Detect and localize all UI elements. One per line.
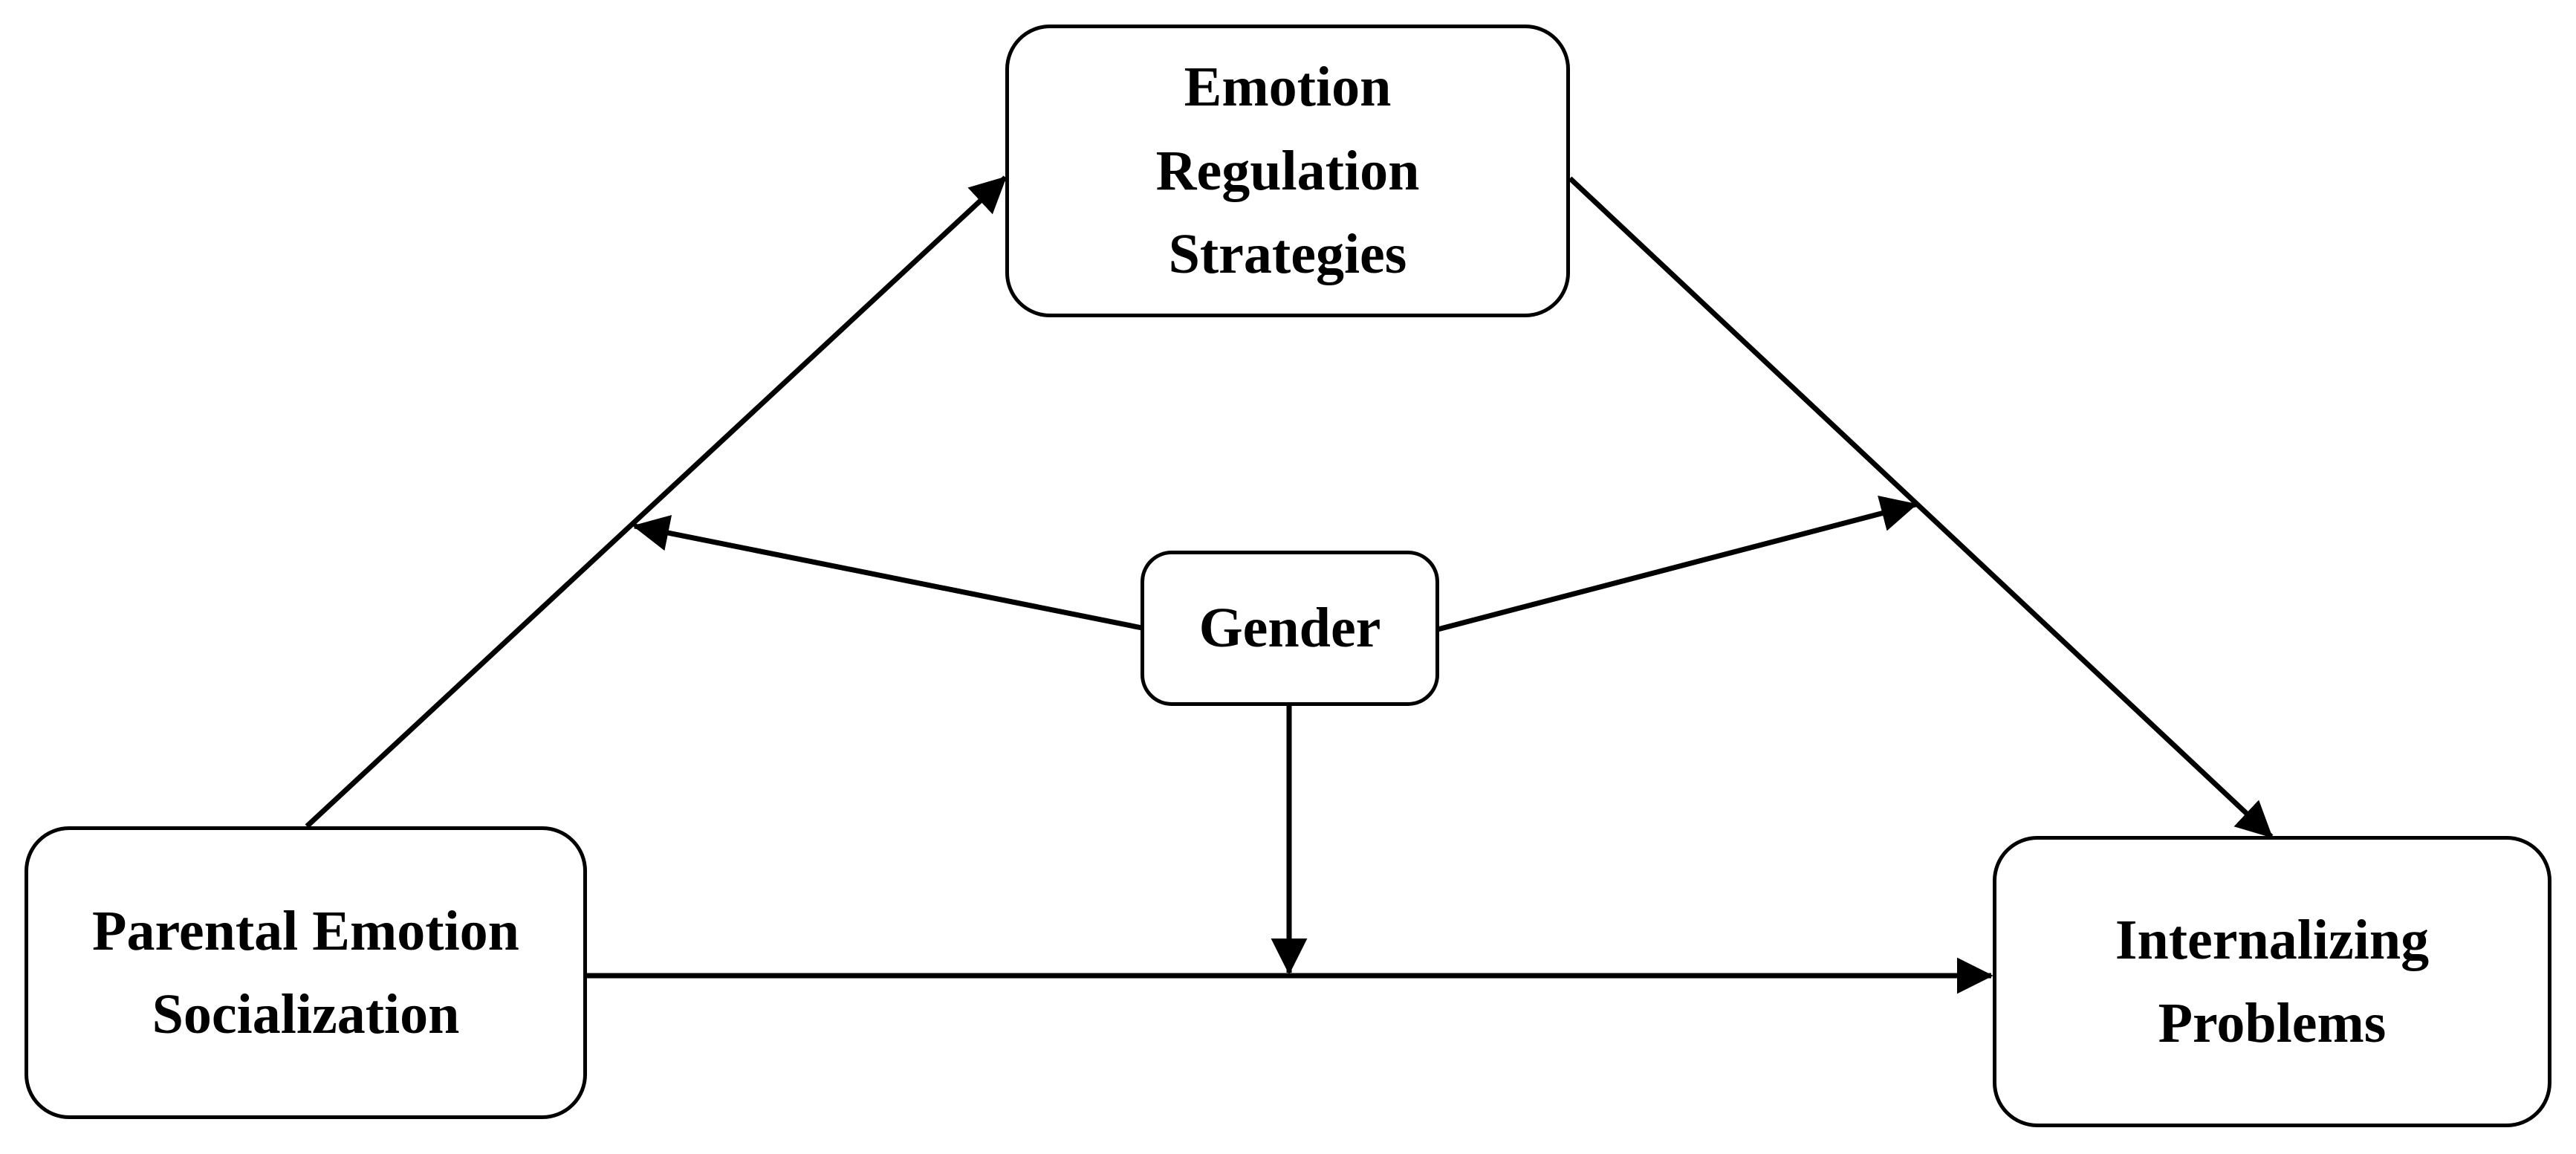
- node-parental-emotion-socialization: Parental Emotion Socialization: [25, 826, 587, 1119]
- label-line: Parental Emotion: [92, 899, 519, 962]
- node-internalizing-problems-label: Internalizing Problems: [2115, 898, 2429, 1066]
- label-line: Strategies: [1168, 223, 1407, 286]
- label-line: Gender: [1198, 597, 1381, 660]
- arrow-gender-to-path-a: [632, 515, 1143, 631]
- label-line: Regulation: [1155, 139, 1420, 202]
- arrow-emotion-regulation-to-internalizing: [1568, 176, 2274, 839]
- label-line: Internalizing: [2115, 908, 2430, 971]
- node-internalizing-problems: Internalizing Problems: [1993, 836, 2551, 1127]
- arrow-parental-to-emotion-regulation: [305, 175, 1008, 829]
- node-emotion-regulation-strategies: Emotion Regulation Strategies: [1005, 25, 1570, 317]
- node-parental-emotion-socialization-label: Parental Emotion Socialization: [92, 889, 519, 1057]
- node-emotion-regulation-strategies-label: Emotion Regulation Strategies: [1156, 45, 1420, 296]
- label-line: Emotion: [1184, 56, 1392, 119]
- node-gender-label: Gender: [1199, 586, 1381, 670]
- arrow-gender-to-path-b: [1437, 495, 1918, 632]
- label-line: Problems: [2158, 992, 2387, 1054]
- node-gender: Gender: [1141, 551, 1439, 706]
- label-line: Socialization: [152, 983, 460, 1046]
